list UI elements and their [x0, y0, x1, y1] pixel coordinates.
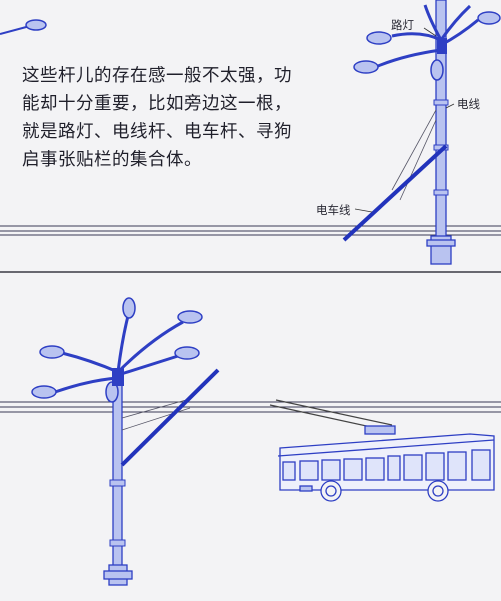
utility-pole-top	[353, 0, 501, 265]
overhead-wires-bottom	[0, 401, 501, 413]
caption-line: 这些杆儿的存在感一般不太强，功	[22, 66, 292, 86]
tram-wire-top	[342, 144, 448, 242]
utility-pole-bottom	[31, 297, 203, 586]
label-tram-line: 电车线	[316, 203, 351, 217]
caption-line: 启事张贴栏的集合体。	[22, 150, 202, 170]
partial-lamp-top-left	[0, 19, 47, 35]
label-streetlight: 路灯	[391, 18, 414, 32]
caption-text: 这些杆儿的存在感一般不太强，功 能却十分重要，比如旁边这一根， 就是路灯、电线杆…	[22, 62, 352, 174]
label-leaders	[354, 27, 455, 213]
caption-line: 就是路灯、电线杆、电车杆、寻狗	[22, 122, 292, 142]
overhead-wires-top	[0, 225, 501, 236]
trolleybus	[269, 399, 495, 502]
caption-line: 能却十分重要，比如旁边这一根，	[22, 94, 292, 114]
tram-wire-bottom	[120, 368, 220, 467]
label-power-line: 电线	[457, 97, 480, 111]
